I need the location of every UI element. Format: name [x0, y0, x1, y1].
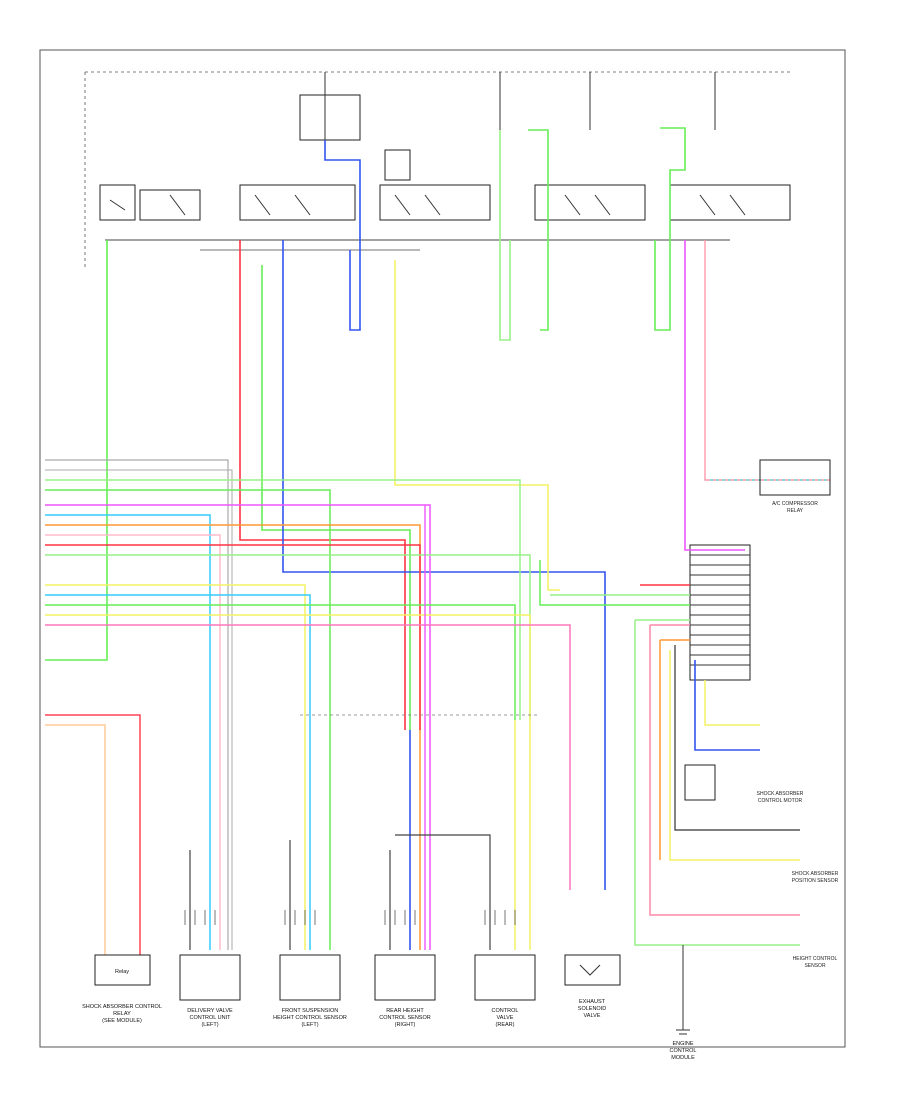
- module-c: [279, 954, 341, 1001]
- right-label-motor: SHOCK ABSORBER CONTROL MOTOR: [757, 791, 804, 804]
- wire-orange-right: [659, 639, 690, 860]
- right-label-sensor1: SHOCK ABSORBER POSITION SENSOR: [792, 871, 839, 884]
- module-d: [374, 954, 436, 1001]
- wire-ground-right: [674, 645, 800, 831]
- left-pin-labels: [45, 455, 75, 630]
- wire-magenta-right: [684, 240, 745, 551]
- caption-a-line-2: RELAY: [113, 1011, 131, 1017]
- caption-e-line-3: (REAR): [496, 1022, 515, 1028]
- caption-c: FRONT SUSPENSION HEIGHT CONTROL SENSOR (…: [273, 1008, 347, 1028]
- wire-red-vertical: [239, 240, 406, 730]
- caption-a-line-1: SHOCK ABSORBER CONTROL: [82, 1004, 162, 1010]
- caption-f: EXHAUST SOLENOID VALVE: [578, 999, 606, 1019]
- wire-yellow-right: [669, 650, 800, 861]
- bottom-right-ground: [676, 945, 690, 1035]
- module-f: [564, 954, 621, 986]
- wire-lightgreen-loop-1: [499, 130, 511, 341]
- right-connector: [689, 544, 751, 681]
- caption-g-line-2: CONTROL: [670, 1048, 697, 1054]
- caption-c-line-3: (LEFT): [301, 1022, 318, 1028]
- relay-3: [379, 184, 491, 221]
- wire-green-loop-2: [654, 127, 686, 331]
- wire-module-e-ground: [395, 834, 491, 950]
- relay-small-top: [299, 94, 411, 181]
- relay-2: [239, 184, 356, 221]
- caption-e-line-1: CONTROL: [492, 1008, 519, 1014]
- wire-lightgreen-bottom: [634, 619, 800, 946]
- caption-b-line-3: (LEFT): [201, 1022, 218, 1028]
- relay-5: [669, 184, 791, 221]
- caption-a-line-3: (SEE MODULE): [102, 1018, 142, 1024]
- wire-green-main-left: [45, 240, 108, 661]
- caption-c-line-2: HEIGHT CONTROL SENSOR: [273, 1015, 347, 1021]
- caption-e: CONTROL VALVE (REAR): [492, 1008, 519, 1028]
- wire-yellow-vertical: [394, 260, 560, 591]
- caption-g: ENGINE CONTROL MODULE: [670, 1041, 697, 1061]
- wire-blue-right: [694, 660, 760, 751]
- wire-green-vertical: [261, 265, 411, 730]
- wire-green-to-connector: [539, 560, 690, 606]
- module-a-label: Relay: [115, 969, 129, 975]
- caption-a: SHOCK ABSORBER CONTROL RELAY (SEE MODULE…: [82, 1004, 162, 1024]
- caption-g-line-1: ENGINE: [672, 1041, 693, 1047]
- right-label-compressor-1: A/C COMPRESSOR: [772, 501, 818, 507]
- caption-e-line-2: VALVE: [497, 1015, 514, 1021]
- diagram-border: [39, 49, 846, 1048]
- caption-b-line-1: DELIVERY VALVE: [187, 1008, 233, 1014]
- right-label-sensor2-1: HEIGHT CONTROL: [793, 956, 838, 962]
- right-label-sensor1-2: POSITION SENSOR: [792, 878, 839, 884]
- module-b: [179, 954, 241, 1001]
- wire-pink-right: [704, 240, 830, 481]
- right-label-motor-1: SHOCK ABSORBER: [757, 791, 804, 797]
- caption-d-line-1: REAR HEIGHT: [386, 1008, 424, 1014]
- wire-green-loop-1: [528, 129, 549, 331]
- caption-d: REAR HEIGHT CONTROL SENSOR (RIGHT): [379, 1008, 430, 1028]
- wire-red-left-low: [45, 714, 141, 955]
- right-label-sensor1-1: SHOCK ABSORBER: [792, 871, 839, 877]
- pin-ticks: [184, 910, 516, 925]
- caption-f-line-1: EXHAUST: [579, 999, 606, 1005]
- wire-peach-left-low: [45, 724, 106, 955]
- module-a: Relay: [94, 954, 151, 986]
- right-label-compressor-2: RELAY: [787, 508, 804, 514]
- caption-f-line-3: VALVE: [584, 1013, 601, 1019]
- motor-component: [684, 764, 716, 801]
- caption-d-line-3: (RIGHT): [395, 1022, 416, 1028]
- caption-b: DELIVERY VALVE CONTROL UNIT (LEFT): [187, 1008, 233, 1028]
- relay-4: [534, 184, 646, 221]
- fuse-drops: [324, 72, 716, 150]
- wire-blue-vertical: [282, 240, 606, 890]
- right-label-motor-2: CONTROL MOTOR: [758, 798, 803, 804]
- caption-c-line-1: FRONT SUSPENSION: [282, 1008, 338, 1014]
- wire-pink-bottom: [649, 624, 800, 916]
- relay-1: [99, 184, 201, 221]
- caption-b-line-2: CONTROL UNIT: [189, 1015, 231, 1021]
- wire-blue-loop: [324, 140, 361, 331]
- module-e: [474, 954, 536, 1001]
- right-label-sensor2-2: SENSOR: [804, 963, 826, 969]
- harness-left: [45, 459, 571, 950]
- right-label-sensor2: HEIGHT CONTROL SENSOR: [793, 956, 838, 969]
- caption-d-line-2: CONTROL SENSOR: [379, 1015, 430, 1021]
- right-label-compressor: A/C COMPRESSOR RELAY: [772, 501, 818, 514]
- caption-g-line-3: MODULE: [671, 1055, 695, 1061]
- compressor-relay: [759, 459, 831, 496]
- caption-f-line-2: SOLENOID: [578, 1006, 606, 1012]
